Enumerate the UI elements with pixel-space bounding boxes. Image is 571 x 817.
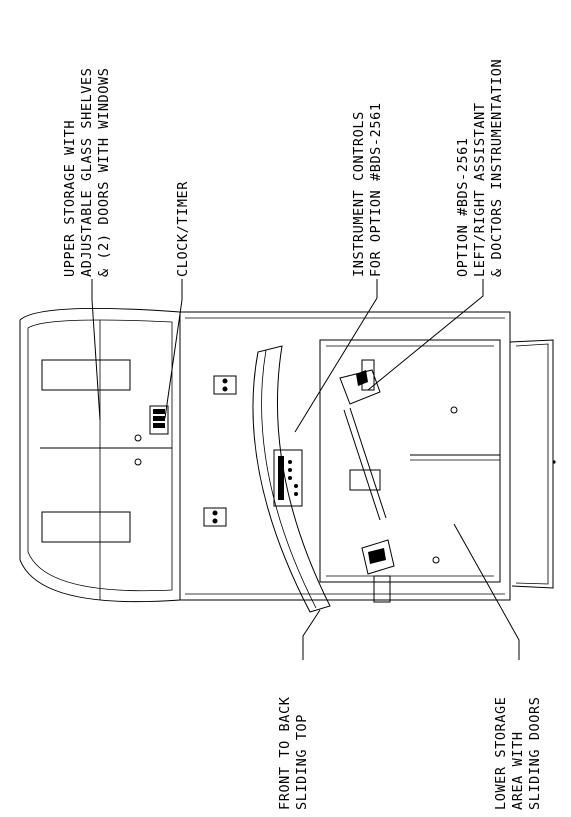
instrumentation-arms [339,359,395,603]
cabinet-drawing [19,307,556,613]
option-bds-label-1: OPTION #BDS-2561 [455,137,471,277]
sliding-top [252,345,331,613]
leader-clock-timer [164,279,183,419]
outlet [203,507,227,527]
sliding-top-label-1: FRONT TO BACK [277,696,293,810]
outlet [213,375,237,395]
cabinet-body [180,311,511,601]
lower-storage-label-2: AREA WITH [510,731,526,810]
door-knob [450,406,458,414]
upper-storage [19,307,181,603]
base-plinth [509,339,554,589]
door-window [41,359,131,391]
option-bds-label-2: LEFT/RIGHT ASSISTANT [472,102,488,277]
leader-instrument-controls [294,279,378,433]
lower-storage-label-1: LOWER STORAGE [493,697,509,810]
instrument-controls-panel [273,449,303,507]
upper-storage-label-2: ADJUSTABLE GLASS SHELVES [79,68,95,277]
leader-lower-storage [453,523,520,660]
lower-storage-label-3: SLIDING DOORS [527,697,543,810]
sliding-top-label-2: SLIDING TOP [294,714,310,810]
leader-lines [91,279,520,660]
option-bds-label-3: & DOCTORS INSTRUMENTATION [489,59,505,277]
door-knob [432,556,440,564]
lower-storage [319,339,501,583]
upper-storage-label-3: & (2) DOORS WITH WINDOWS [96,68,112,277]
instrument-controls-label-2: FOR OPTION #BDS-2561 [368,102,384,277]
clock-timer-label: CLOCK/TIMER [175,181,191,277]
leader-upper-storage [91,279,101,421]
callout-labels: UPPER STORAGE WITH ADJUSTABLE GLASS SHEL… [62,59,543,810]
outlets [203,375,237,527]
clock-timer [149,405,169,435]
instrument-controls-label-1: INSTRUMENT CONTROLS [351,111,367,277]
upper-storage-label-1: UPPER STORAGE WITH [62,120,78,277]
leader-sliding-top [302,609,321,660]
leader-option-bds [367,279,484,391]
door-window [41,511,131,543]
